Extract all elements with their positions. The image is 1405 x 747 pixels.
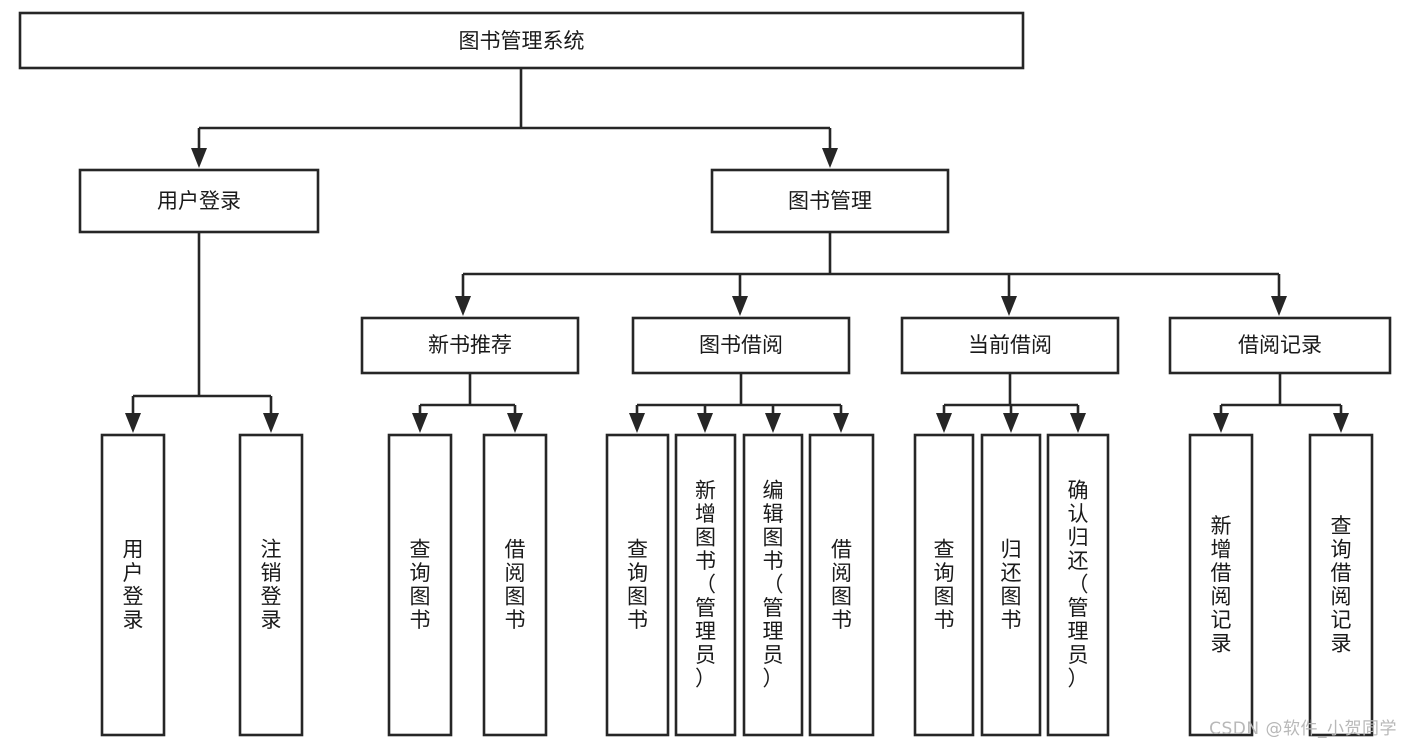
leaf-node-label: 用户登录 (123, 537, 144, 632)
leaf-node-label: 编辑图书（管理员） (763, 479, 784, 691)
leaf-node-box[interactable] (674, 433, 737, 737)
node-root-label: 图书管理系统 (459, 29, 585, 53)
leaf-node[interactable]: 用户登录 (100, 433, 166, 737)
arrow-head-icon (455, 296, 471, 316)
leaf-node[interactable]: 确认归还（管理员） (1046, 433, 1110, 737)
leaf-node-label: 新增借阅记录 (1211, 514, 1232, 656)
leaf-node-box[interactable] (100, 433, 166, 737)
leaf-node[interactable]: 借阅图书 (482, 433, 548, 737)
leaf-node-label: 查询图书 (410, 537, 431, 632)
leaf-node-box[interactable] (605, 433, 670, 737)
leaf-node[interactable]: 查询图书 (913, 433, 975, 737)
node-new-book-recommend-label: 新书推荐 (428, 333, 512, 357)
arrow-head-icon (125, 413, 141, 433)
leaf-node-box[interactable] (980, 433, 1042, 737)
leaf-node[interactable]: 新增借阅记录 (1188, 433, 1254, 737)
arrow-head-icon (1213, 413, 1229, 433)
node-borrow-record-label: 借阅记录 (1238, 333, 1322, 357)
arrow-head-icon (1003, 413, 1019, 433)
arrow-head-icon (412, 413, 428, 433)
arrow-head-icon (765, 413, 781, 433)
node-user-login-label: 用户登录 (157, 189, 241, 213)
leaf-node[interactable]: 新增图书（管理员） (674, 433, 737, 737)
connectors-layer (125, 68, 1349, 433)
node-root[interactable]: 图书管理系统 (18, 11, 1025, 70)
arrow-head-icon (732, 296, 748, 316)
arrow-head-icon (1070, 413, 1086, 433)
leaf-node-box[interactable] (1308, 433, 1374, 737)
leaf-node[interactable]: 归还图书 (980, 433, 1042, 737)
arrow-head-icon (1001, 296, 1017, 316)
node-user-login[interactable]: 用户登录 (78, 168, 320, 234)
arrow-head-icon (263, 413, 279, 433)
arrow-head-icon (191, 148, 207, 168)
node-book-management-label: 图书管理 (788, 189, 872, 213)
leaf-node-label: 注销登录 (261, 537, 282, 632)
leaf-node-box[interactable] (387, 433, 453, 737)
leaf-node[interactable]: 借阅图书 (808, 433, 875, 737)
leaf-node-box[interactable] (808, 433, 875, 737)
node-current-borrow-label: 当前借阅 (968, 333, 1052, 357)
leaf-node-label: 借阅图书 (505, 537, 526, 632)
watermark-label: CSDN @软件_小贺同学 (1209, 719, 1397, 739)
leaf-node[interactable]: 编辑图书（管理员） (742, 433, 804, 737)
leaf-node-box[interactable] (913, 433, 975, 737)
arrow-head-icon (629, 413, 645, 433)
leaf-node[interactable]: 查询图书 (605, 433, 670, 737)
leaf-node-label: 查询图书 (627, 537, 648, 632)
arrow-head-icon (936, 413, 952, 433)
leaf-node[interactable]: 注销登录 (238, 433, 304, 737)
node-new-book-recommend-box[interactable] (360, 316, 580, 375)
node-current-borrow[interactable]: 当前借阅 (900, 316, 1120, 375)
node-book-management[interactable]: 图书管理 (710, 168, 950, 234)
leaf-node-box[interactable] (742, 433, 804, 737)
node-book-borrow[interactable]: 图书借阅 (631, 316, 851, 375)
leaf-node-box[interactable] (1188, 433, 1254, 737)
leaf-node-label: 借阅图书 (831, 537, 852, 632)
node-book-borrow-box[interactable] (631, 316, 851, 375)
node-book-borrow-label: 图书借阅 (699, 333, 783, 357)
arrow-head-icon (1271, 296, 1287, 316)
arrow-head-icon (507, 413, 523, 433)
leaf-node-label: 查询借阅记录 (1331, 514, 1352, 656)
node-borrow-record-box[interactable] (1168, 316, 1392, 375)
arrow-head-icon (697, 413, 713, 433)
leaf-node-label: 查询图书 (934, 537, 955, 632)
node-root-box[interactable] (18, 11, 1025, 70)
leaf-node-box[interactable] (1046, 433, 1110, 737)
leaf-node-label: 新增图书（管理员） (695, 479, 716, 691)
arrow-head-icon (822, 148, 838, 168)
node-current-borrow-box[interactable] (900, 316, 1120, 375)
node-user-login-box[interactable] (78, 168, 320, 234)
arrow-head-icon (1333, 413, 1349, 433)
leaf-node-label: 确认归还（管理员） (1068, 479, 1089, 691)
node-book-management-box[interactable] (710, 168, 950, 234)
leaf-node[interactable]: 查询借阅记录 (1308, 433, 1374, 737)
node-new-book-recommend[interactable]: 新书推荐 (360, 316, 580, 375)
node-borrow-record[interactable]: 借阅记录 (1168, 316, 1392, 375)
leaf-node[interactable]: 查询图书 (387, 433, 453, 737)
leaf-nodes-layer: 用户登录 注销登录 查询图书 借阅图书 查询图书 新增图书（管理员） 编辑图书（管理员） 借阅… (100, 433, 1374, 737)
leaf-node-box[interactable] (482, 433, 548, 737)
leaf-node-label: 归还图书 (1001, 537, 1022, 632)
arrow-head-icon (833, 413, 849, 433)
leaf-node-box[interactable] (238, 433, 304, 737)
